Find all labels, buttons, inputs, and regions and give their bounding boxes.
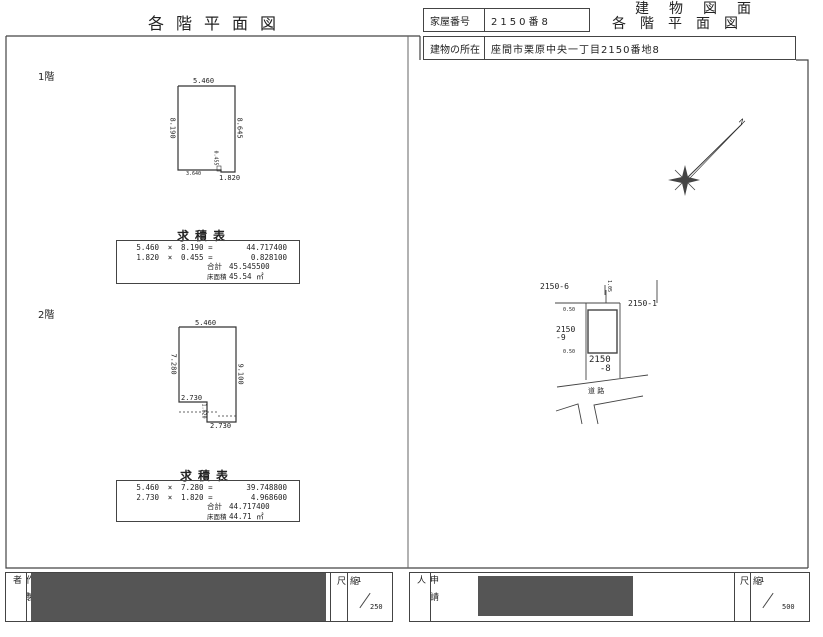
floor1-dim-left: 8.190: [168, 117, 177, 139]
house-number-value: 2150番8: [484, 8, 590, 32]
maker-box: [5, 572, 393, 622]
total-label: 合計: [207, 502, 222, 512]
left-title: 各階平面図: [148, 14, 289, 33]
floor2-dim-bottom: 2.730: [210, 422, 232, 430]
floor2-area-table: 5.460×7.280 =39.748800 2.730×1.820 =4.96…: [116, 480, 300, 522]
divider: [734, 572, 735, 622]
maker-redacted: [31, 573, 326, 621]
floor-area-label: 床面積: [207, 273, 227, 282]
scale-right-num: 1: [760, 576, 765, 584]
divider: [330, 572, 331, 622]
right-title-2: 各階平面図: [612, 16, 752, 32]
floor2-dim-top: 5.460: [195, 319, 217, 327]
scale-left-num: 1: [357, 576, 362, 584]
applicant-redacted: [478, 576, 633, 616]
table-row: 5.460×7.280 =39.748800: [136, 483, 287, 493]
total-label: 合計: [207, 262, 222, 272]
divider: [26, 572, 27, 622]
floor2-table-title: 求積表: [180, 469, 235, 483]
scale-left-den: 250: [370, 603, 383, 611]
table-row: 5.460×8.190 =44.717400: [136, 243, 287, 253]
road-label: 道 路: [588, 387, 605, 395]
scale-label-left: 縮尺: [335, 576, 358, 601]
lot-2150-1: 2150-1: [628, 299, 657, 308]
divider: [750, 572, 751, 622]
applicant-label: 申請人: [415, 575, 438, 609]
floor2-label: 2階: [38, 310, 55, 321]
floor2-dim-left: 7.280: [169, 353, 178, 375]
divider: [430, 572, 431, 622]
floor1-dim-bottom-left: 3.640: [186, 171, 202, 177]
floor2-dim-step-v: 1.820: [200, 403, 207, 419]
floor-area-value: 44.71 ㎡: [229, 511, 264, 521]
scale-label-right: 縮尺: [738, 576, 761, 601]
floor-area-value: 45.54 ㎡: [229, 271, 264, 281]
dim-top: 1.05: [606, 279, 613, 293]
floor1-dim-top: 5.460: [193, 77, 215, 85]
dim-a: 0.50: [563, 307, 576, 313]
table-row: 1.820×0.455 =0.828100: [136, 252, 287, 262]
lot-2150-6: 2150-6: [540, 282, 569, 291]
floor1-dim-right: 8.645: [235, 117, 244, 139]
floor-area-label: 床面積: [207, 513, 227, 522]
floor2-dim-step-top: 2.730: [181, 394, 203, 402]
north-arrow-icon: [668, 123, 743, 196]
divider: [347, 572, 348, 622]
dim-b: 0.50: [563, 349, 576, 355]
right-title-1: 建物図面: [635, 1, 771, 17]
floor1-table-title: 求積表: [177, 229, 232, 243]
lot-2150-9: 2150 -9: [556, 325, 576, 342]
maker-label: 作製者: [11, 575, 34, 609]
scale-right-den: 500: [782, 603, 795, 611]
floor2-dim-right: 9.100: [236, 363, 245, 385]
location-value: 座間市栗原中央一丁目2150番地8: [484, 36, 796, 60]
floor1-dim-notch: 0.455: [212, 150, 219, 166]
floor1-area-table: 5.460×8.190 =44.717400 1.820×0.455 =0.82…: [116, 240, 300, 284]
total-value: 45.545500: [229, 262, 270, 272]
floor1-label: 1階: [38, 72, 55, 83]
table-row: 2.730×1.820 =4.968600: [136, 492, 287, 502]
lot-2150-8: 2150 -8: [589, 355, 611, 374]
total-value: 44.717400: [229, 502, 270, 512]
floor1-dim-bottom-right: 1.820: [219, 174, 241, 182]
applicant-box: [409, 572, 810, 622]
